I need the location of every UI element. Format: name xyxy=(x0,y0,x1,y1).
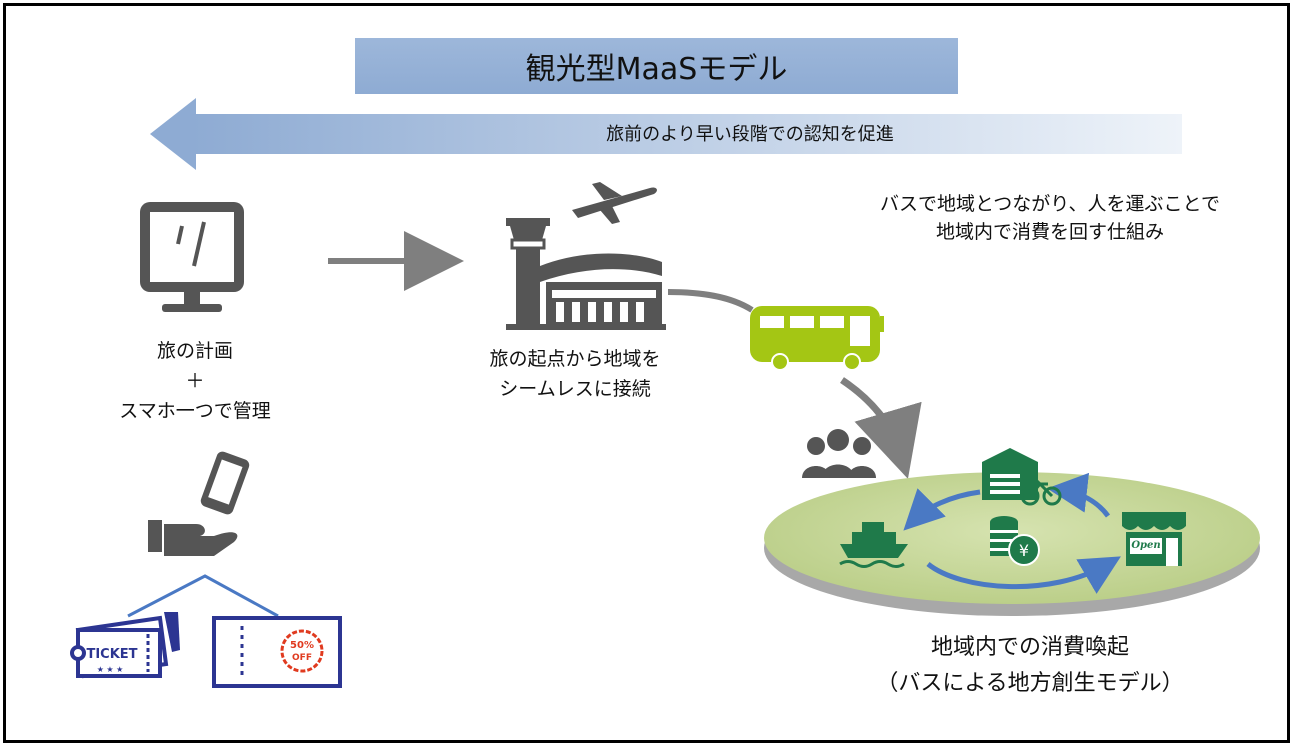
arrow-banner-text: 旅前のより早い段階での認知を促進 xyxy=(606,124,894,145)
bus-note-line2: 地域内で消費を回す仕組み xyxy=(935,221,1164,243)
plan-label-line2: ＋ xyxy=(185,370,205,392)
monitor-icon xyxy=(140,202,244,312)
bus-note: バスで地域とつながり、人を運ぶことで 地域内で消費を回す仕組み xyxy=(820,190,1280,246)
coupon-percent: 50% xyxy=(290,640,314,651)
airplane-icon xyxy=(572,182,657,224)
bottom-caption-line1: 地域内での消費喚起 xyxy=(930,635,1129,660)
bottom-caption: 地域内での消費喚起 （バスによる地方創生モデル） xyxy=(800,630,1260,702)
coupon-off: OFF xyxy=(292,653,312,663)
diagram-title-text: 観光型MaaSモデル xyxy=(525,52,788,87)
airport-icon xyxy=(506,218,666,330)
bus-icon xyxy=(750,306,884,371)
bus-to-region-arrow xyxy=(840,377,922,479)
smartphone-icon xyxy=(200,451,250,515)
svg-text:¥: ¥ xyxy=(1019,541,1029,560)
ticket-stars: ★ ★ ★ xyxy=(97,665,124,674)
coupon-icon: 50% OFF xyxy=(212,616,342,688)
coins-icon: ¥ xyxy=(990,516,1040,566)
origin-label: 旅の起点から地域を シームレスに接続 xyxy=(450,344,700,404)
ferry-icon xyxy=(839,522,908,568)
bicycle-icon xyxy=(1020,478,1062,506)
warehouse-icon xyxy=(982,448,1038,500)
circulation-arrows xyxy=(903,472,1121,594)
origin-label-line1: 旅の起点から地域を xyxy=(489,348,661,370)
ticket-label: TICKET xyxy=(86,647,137,662)
ticket-icon: TICKET ★ ★ ★ xyxy=(70,612,180,679)
diagram-title: 観光型MaaSモデル xyxy=(355,38,958,94)
left-arrow-banner xyxy=(150,98,1182,170)
people-icon xyxy=(802,429,876,478)
bottom-caption-line2: （バスによる地方創生モデル） xyxy=(876,671,1184,696)
tickets-connector xyxy=(127,574,279,618)
origin-label-line2: シームレスに接続 xyxy=(499,378,651,400)
plan-label-line1: 旅の計画 xyxy=(156,340,233,362)
shop-icon xyxy=(1122,512,1186,566)
hand-icon xyxy=(148,520,238,556)
plan-label: 旅の計画 ＋ スマホ一つで管理 xyxy=(90,336,300,426)
plan-label-line3: スマホ一つで管理 xyxy=(119,400,271,422)
airport-to-bus-line xyxy=(667,289,754,313)
bus-note-line1: バスで地域とつながり、人を運ぶことで xyxy=(880,193,1220,215)
shop-sign: Open xyxy=(1131,540,1161,551)
